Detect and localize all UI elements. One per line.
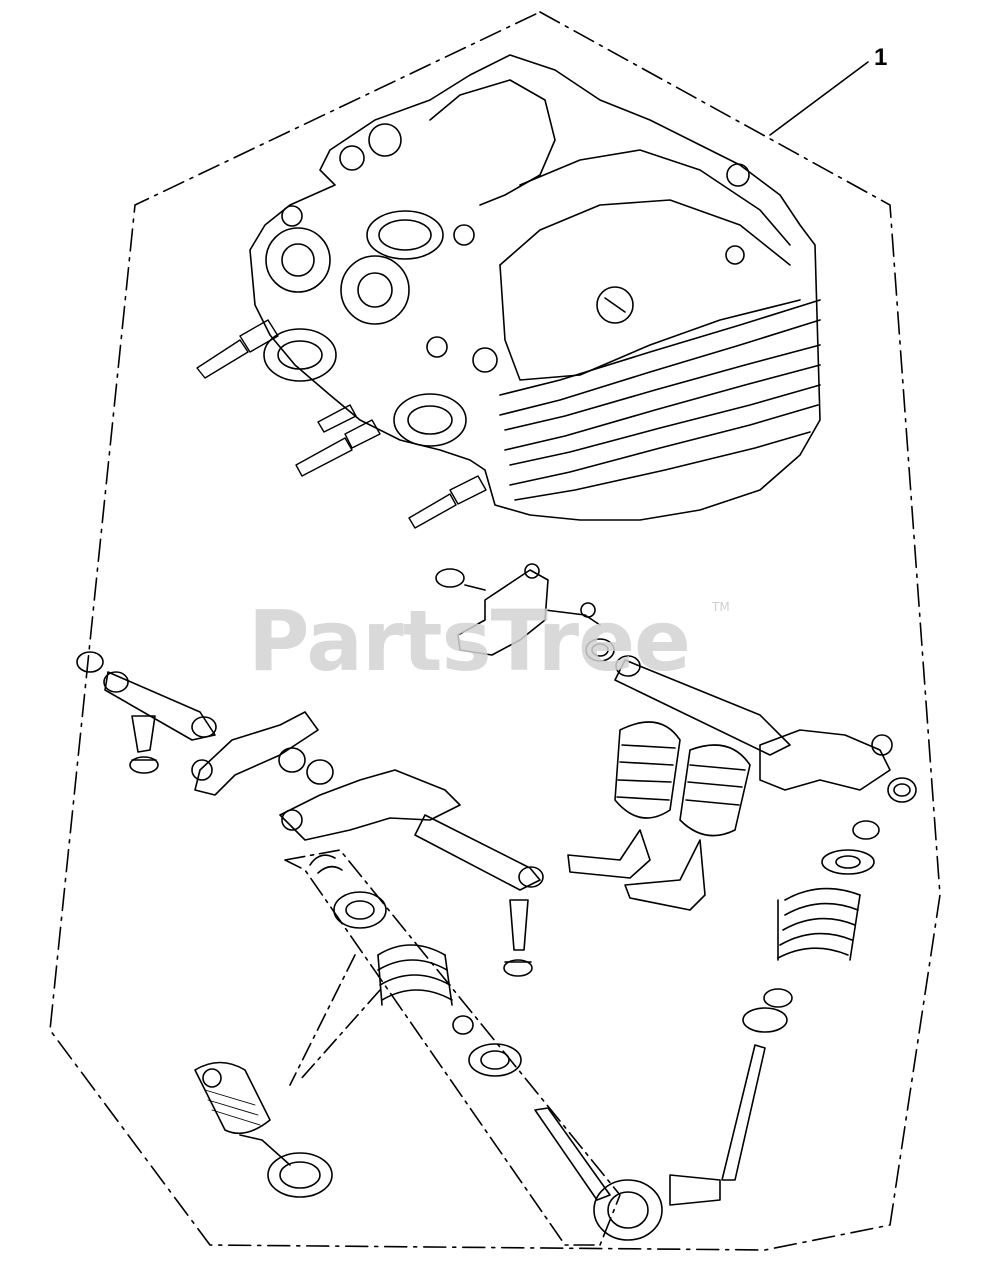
valve-lower-center	[535, 1108, 662, 1240]
watermark-text: PartsTree	[248, 592, 691, 690]
valve-lower-left	[195, 1063, 332, 1198]
callout-1-leader	[770, 62, 868, 135]
valve-keepers-and-retainer	[310, 855, 386, 928]
exploded-view-group-outline	[285, 850, 620, 1245]
cylinder-head	[197, 55, 820, 528]
watermark-trademark: TM	[712, 600, 730, 614]
rocker-shaft-right	[615, 656, 916, 802]
assembly-boundary-outline	[50, 12, 940, 1250]
rocker-arm-bracket	[436, 564, 614, 661]
callout-label-1: 1	[874, 44, 888, 71]
rocker-shaft-center	[280, 770, 543, 976]
rocker-shaft-left	[77, 652, 333, 795]
valve-pair-center	[568, 722, 750, 910]
valve-spring-right	[670, 821, 879, 1205]
valve-spring-left	[378, 945, 521, 1076]
